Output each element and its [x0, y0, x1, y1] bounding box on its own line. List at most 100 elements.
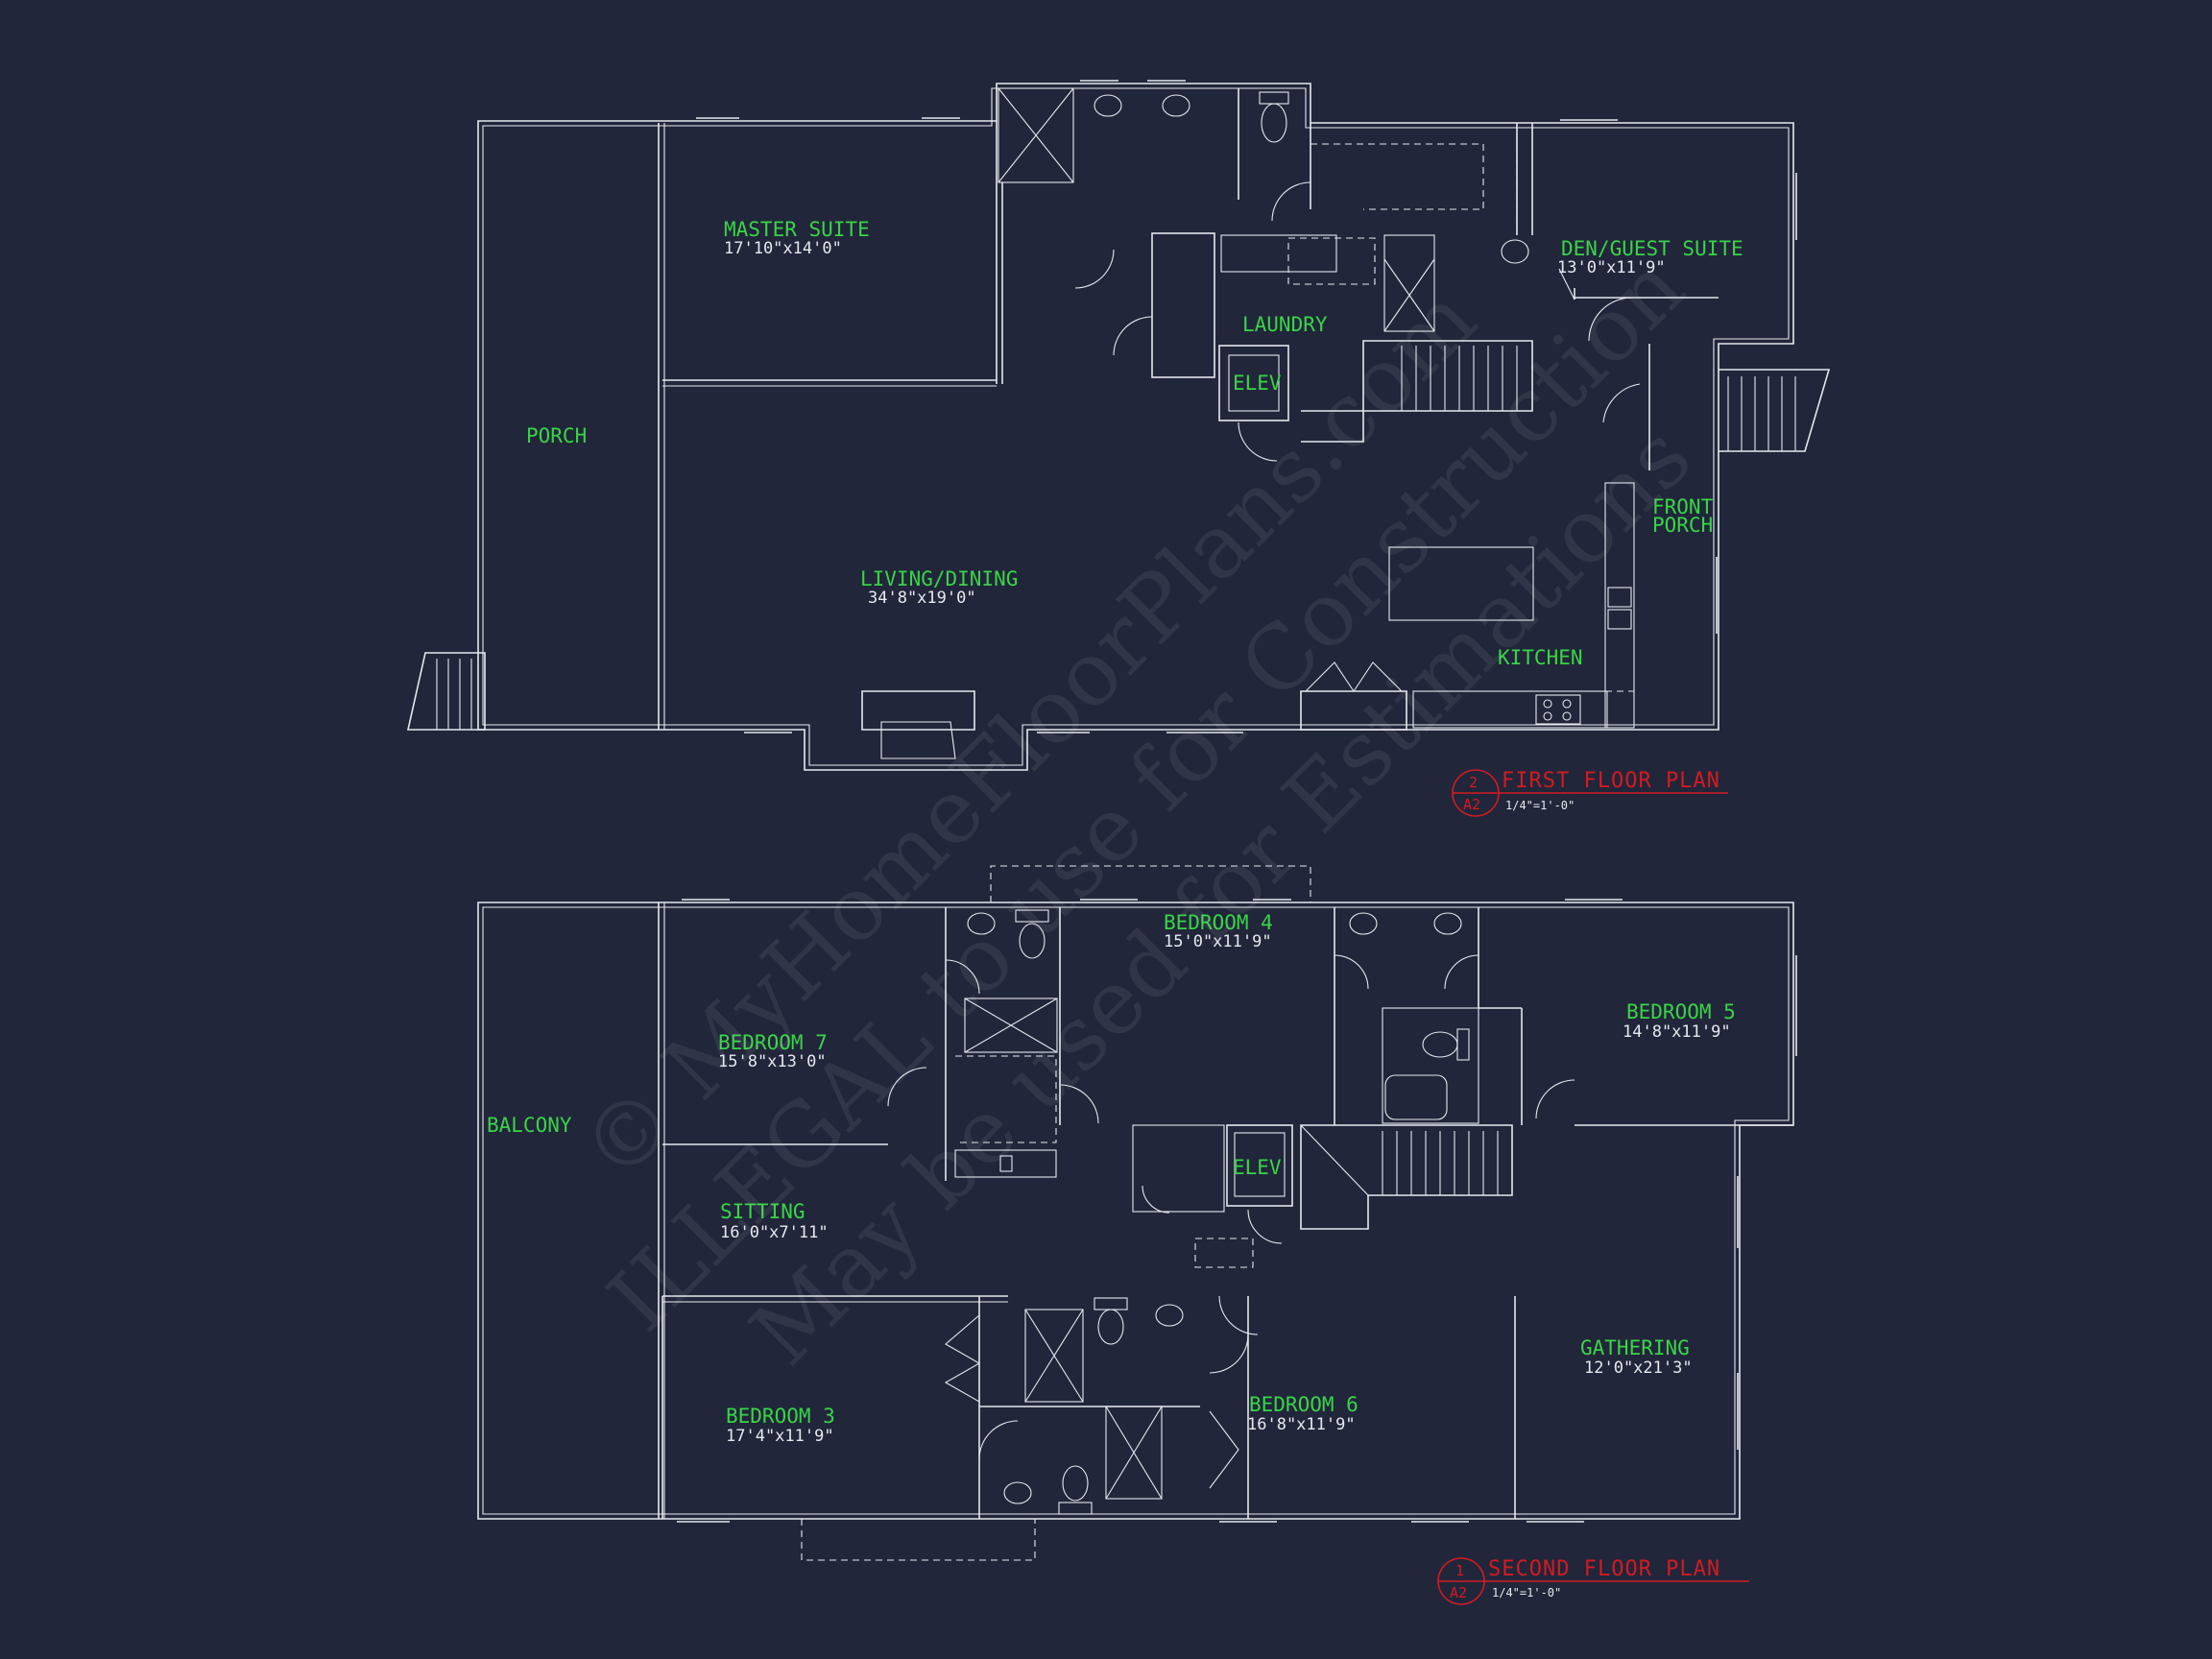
door-swing — [1238, 421, 1278, 462]
room-label-front-porch-line1: FRONT — [1652, 495, 1714, 518]
room-label-sitting: SITTING — [720, 1200, 805, 1223]
shower — [964, 998, 1058, 1053]
sink-icon — [1433, 912, 1462, 935]
porch-stairs — [407, 652, 486, 731]
first-floor-windows — [696, 80, 1797, 733]
door-swing — [1059, 1084, 1099, 1124]
room-label-master-suite: MASTER SUITE — [724, 218, 870, 241]
room-label-bedroom-7: BEDROOM 7 — [718, 1031, 828, 1054]
room-dim-sitting: 16'0"x7'11" — [720, 1223, 829, 1242]
room-label-kitchen: KITCHEN — [1498, 646, 1583, 669]
second-floor-plan: BEDROOM 4 15'0"x11'9" BEDROOM 7 15'8"x13… — [477, 865, 1797, 1605]
sink-icon — [1094, 94, 1122, 117]
sink-icon — [967, 912, 996, 935]
door-swing — [1271, 181, 1311, 222]
sink-icon — [1349, 912, 1378, 935]
toilet-icon — [1261, 103, 1287, 143]
first-floor-inner-wall — [482, 87, 1790, 766]
elevator-shaft-2 — [1226, 1124, 1293, 1207]
first-floor-outer-wall — [477, 83, 1794, 771]
plan-scale: 1/4"=1'-0" — [1505, 799, 1575, 812]
door-swing — [1305, 661, 1403, 692]
door-swing — [1535, 1079, 1575, 1119]
sink-icon — [1607, 587, 1632, 608]
plan-title: FIRST FLOOR PLAN — [1502, 769, 1720, 793]
plan-title: SECOND FLOOR PLAN — [1488, 1557, 1720, 1581]
door-swing — [945, 1314, 980, 1364]
room-dim-bedroom-7: 15'8"x13'0" — [718, 1052, 827, 1071]
room-label-den-guest-suite: DEN/GUEST SUITE — [1561, 237, 1743, 260]
master-shower — [998, 87, 1074, 183]
door-swing — [1142, 1185, 1170, 1214]
sink-icon — [1162, 94, 1190, 117]
laundry-room — [1151, 232, 1215, 378]
sheet-number: A2 — [1450, 1584, 1467, 1601]
plan-scale: 1/4"=1'-0" — [1492, 1586, 1561, 1599]
door-swing — [1602, 383, 1641, 423]
door-swing — [1444, 954, 1479, 990]
room-dim-gathering: 12'0"x21'3" — [1584, 1358, 1693, 1378]
room-label-porch: PORCH — [526, 424, 587, 447]
room-dim-bedroom-3: 17'4"x11'9" — [726, 1427, 834, 1446]
room-label-elev-1: ELEV — [1233, 372, 1282, 395]
toilet-tank — [1094, 1297, 1128, 1310]
room-label-bedroom-3: BEDROOM 3 — [726, 1405, 835, 1428]
second-floor-stairs — [1300, 1124, 1513, 1230]
room-label-balcony: BALCONY — [487, 1114, 572, 1137]
room-dim-bedroom-5: 14'8"x11'9" — [1623, 1022, 1731, 1042]
sink-icon — [1607, 609, 1632, 630]
first-floor-title-block: 2 A2 FIRST FLOOR PLAN 1/4"=1'-0" — [1452, 769, 1728, 817]
sink-icon — [1003, 1481, 1032, 1504]
door-swing — [1334, 954, 1369, 990]
plan-number: 1 — [1455, 1562, 1464, 1579]
door-swing — [1209, 1410, 1239, 1489]
toilet-tank — [1259, 91, 1289, 105]
door-swing — [1588, 297, 1633, 342]
kitchen-counter — [1604, 482, 1635, 729]
kitchen-island — [1388, 546, 1534, 621]
door-swing — [978, 1420, 1019, 1460]
toilet-icon — [1062, 1465, 1089, 1502]
bay-outline-bottom — [801, 1519, 1036, 1561]
sink-icon — [1501, 239, 1529, 264]
toilet-tank — [1058, 1502, 1093, 1515]
door-swing — [945, 959, 980, 995]
room-label-gathering: GATHERING — [1580, 1336, 1690, 1359]
room-label-laundry: LAUNDRY — [1242, 313, 1328, 336]
toilet-icon — [1422, 1031, 1458, 1058]
door-swing — [1113, 316, 1153, 356]
bathtub — [1384, 1074, 1448, 1120]
door-swing — [1074, 249, 1115, 289]
plan-number: 2 — [1469, 774, 1478, 791]
second-floor-title-block: 1 A2 SECOND FLOOR PLAN 1/4"=1'-0" — [1437, 1557, 1749, 1605]
bay-outline-top — [990, 865, 1311, 902]
front-porch-stairs — [1719, 369, 1831, 452]
door-swing — [1247, 1209, 1283, 1244]
room-label-bedroom-5: BEDROOM 5 — [1626, 1000, 1736, 1023]
room-label-front-porch-line2: PORCH — [1652, 514, 1713, 537]
room-label-elev-2: ELEV — [1233, 1156, 1282, 1179]
door-swing — [887, 1067, 927, 1107]
toilet-icon — [1019, 923, 1046, 959]
sink-icon — [1155, 1304, 1184, 1327]
shower — [1383, 234, 1435, 332]
sheet-number: A2 — [1463, 796, 1480, 813]
second-floor-windows — [677, 899, 1797, 1523]
room-dim-master-suite: 17'10"x14'0" — [724, 239, 842, 258]
room-dim-bedroom-4: 15'0"x11'9" — [1164, 932, 1272, 951]
first-floor-plan: MASTER SUITE 17'10"x14'0" PORCH LIVING/D… — [407, 80, 1831, 817]
room-label-bedroom-4: BEDROOM 4 — [1164, 911, 1273, 934]
cooktop-icon — [1535, 694, 1581, 725]
second-floor-inner-wall — [482, 906, 1790, 1515]
toilet-tank — [1015, 909, 1049, 923]
closet-outline — [1310, 143, 1484, 210]
room-dim-living-dining: 34'8"x19'0" — [868, 589, 976, 608]
shower — [1024, 1309, 1084, 1403]
fireplace — [861, 690, 975, 731]
room-dim-den-guest-suite: 13'0"x11'9" — [1557, 258, 1666, 277]
elevator-shaft — [1218, 345, 1289, 421]
door-swing — [1209, 1334, 1249, 1374]
first-floor-stairs — [1301, 340, 1533, 443]
room-dim-bedroom-6: 16'8"x11'9" — [1247, 1415, 1356, 1434]
